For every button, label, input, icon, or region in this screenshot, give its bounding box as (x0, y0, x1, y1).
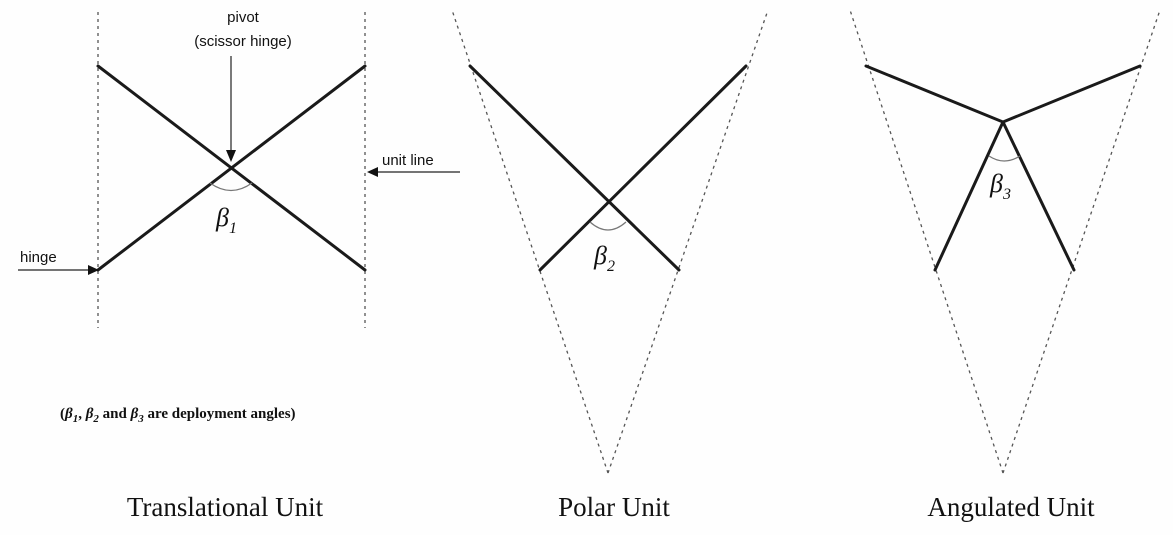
angle-arc-beta3 (988, 155, 1021, 162)
beta1-label: β1 (215, 203, 237, 237)
polar-unit-line-left (451, 9, 609, 474)
scissor-bar-b (96, 64, 367, 272)
unit-line-label: unit line (382, 152, 434, 169)
polar-bar-b (538, 64, 748, 272)
translational-unit: pivot (scissor hinge) unit line hinge β1… (18, 9, 460, 522)
angle-arc-beta1 (209, 182, 253, 192)
deployment-angles-note: (β1, β2 and β3 are deployment angles) (60, 406, 296, 425)
pivot-label: pivot (227, 9, 260, 26)
angulated-unit: β3 Angulated Unit (849, 9, 1161, 522)
polar-unit-line-right (607, 9, 769, 474)
polar-bar-a (468, 64, 681, 272)
translational-unit-title: Translational Unit (127, 492, 324, 522)
angle-arc-beta2 (589, 221, 627, 231)
unit-line-arrow-head (367, 167, 378, 177)
beta2-label: β2 (593, 241, 615, 275)
angulated-unit-title: Angulated Unit (927, 492, 1095, 522)
angulated-unit-line-right (1002, 9, 1161, 474)
angulated-bar-b (1000, 64, 1142, 272)
polar-unit-title: Polar Unit (558, 492, 670, 522)
pivot-arrow-head (226, 150, 236, 162)
angulated-unit-line-left (849, 9, 1004, 474)
hinge-label: hinge (20, 249, 57, 266)
polar-unit: β2 Polar Unit (451, 9, 769, 522)
scissor-hinge-label: (scissor hinge) (194, 33, 292, 50)
beta3-label: β3 (989, 169, 1011, 203)
angulated-bar-a (864, 64, 1006, 272)
hinge-arrow-head (88, 265, 99, 275)
